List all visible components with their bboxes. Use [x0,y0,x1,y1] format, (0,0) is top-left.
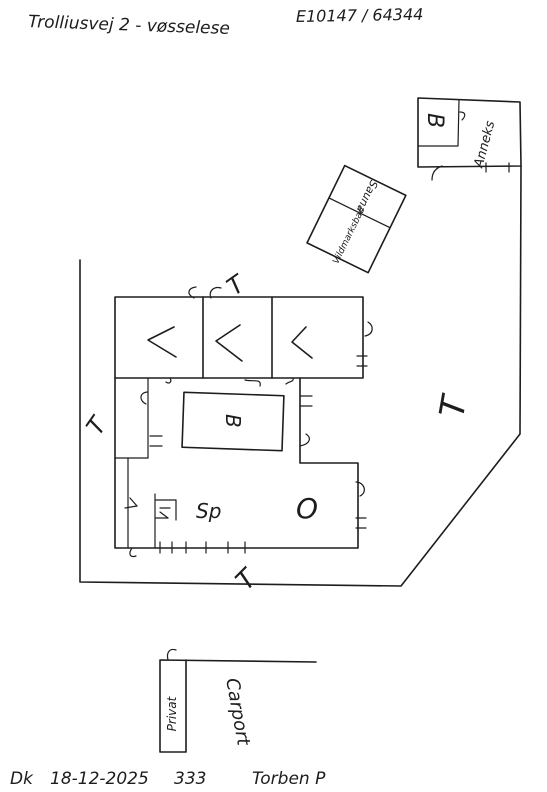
dining-label: Sp [196,499,221,523]
bedroom-2-bed [215,324,243,362]
annex-bath-mark: B [422,113,447,128]
sauna-whirlpool-building: Sauna Vildmarksbad [306,164,407,274]
living-mark: O [296,492,318,525]
annex-building: B Anneks [417,97,522,181]
plot-boundary [79,165,522,587]
annex-label: Anneks [471,119,498,170]
footer-number: 333 [174,769,206,789]
header-address: Trolliusvej 2 - vøsselese [28,12,230,39]
footer-name: Torben P [252,769,326,789]
main-bath-mark: B [221,414,245,428]
footer-date: 18-12-2025 [50,769,149,789]
private-label: Privat [165,695,179,731]
bedroom-1-bed [147,326,177,358]
carport-building: Privat Carport [159,648,317,753]
terrain-mark-right: T [432,391,475,421]
footer-initials: Dk [10,769,34,789]
terrain-mark-bottom: T [230,563,264,597]
bedroom-3-bed [291,326,313,359]
whirlpool-label: Vildmarksbad [331,206,367,266]
terrain-mark-left: T [81,410,114,440]
carport-label: Carport [221,676,254,747]
main-house: B Sp O [114,286,373,558]
header-reference: E10147 / 64344 [296,5,424,26]
